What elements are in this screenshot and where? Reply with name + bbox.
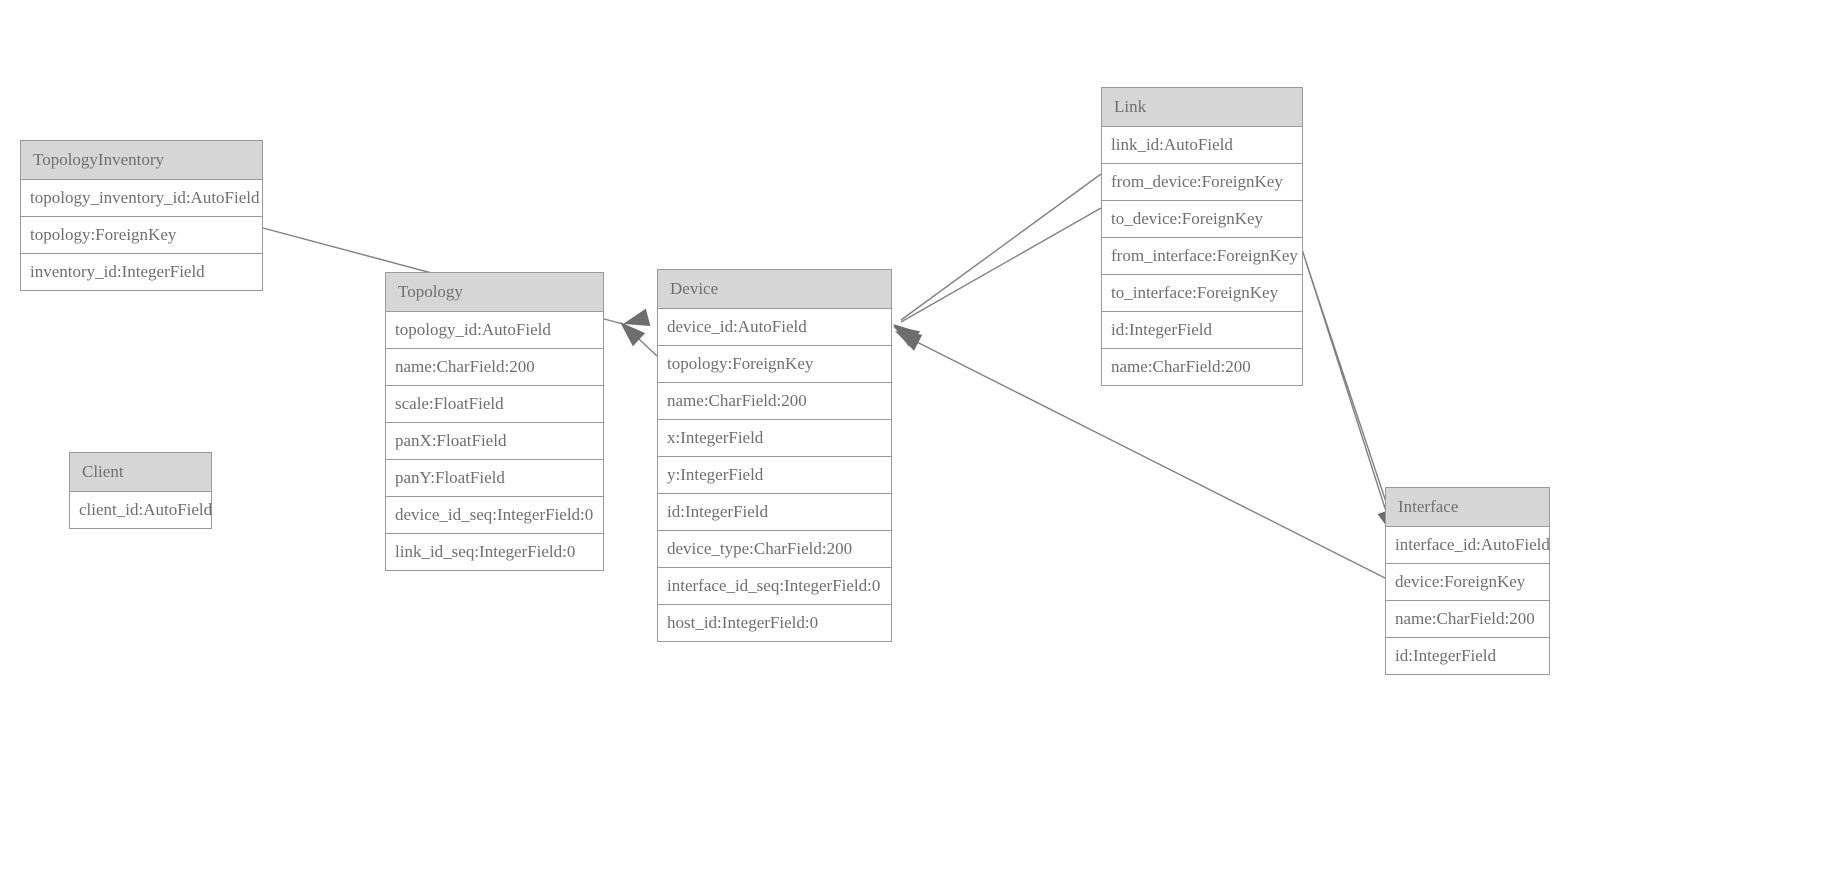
entity-field: device_id:AutoField	[658, 309, 891, 346]
entity-field: to_interface:ForeignKey	[1102, 275, 1302, 312]
entity-field: id:IntegerField	[658, 494, 891, 531]
relationship-line-rel-link-from_interface	[1299, 242, 1393, 531]
entity-field: device:ForeignKey	[1386, 564, 1549, 601]
relationship-line-rel-link-to_interface	[1305, 261, 1397, 533]
entity-field: name:CharField:200	[1386, 601, 1549, 638]
entity-field: topology_inventory_id:AutoField	[21, 180, 262, 217]
arrowhead-icon	[620, 322, 646, 347]
entity-field: link_id:AutoField	[1102, 127, 1302, 164]
relationship-line-rel-device-topology	[623, 324, 658, 357]
entity-field: y:IntegerField	[658, 457, 891, 494]
entity-title: Interface	[1386, 488, 1549, 527]
arrowhead-icon	[623, 308, 651, 326]
entity-field: host_id:IntegerField:0	[658, 605, 891, 641]
entity-field: inventory_id:IntegerField	[21, 254, 262, 290]
arrowhead-icon	[895, 331, 923, 351]
entity-field: panY:FloatField	[386, 460, 603, 497]
entity-field: from_interface:ForeignKey	[1102, 238, 1302, 275]
entity-field: client_id:AutoField	[70, 492, 212, 528]
arrowhead-icon	[893, 326, 921, 347]
entity-field: x:IntegerField	[658, 420, 891, 457]
entity-field: to_device:ForeignKey	[1102, 201, 1302, 238]
entity-field: name:CharField:200	[1102, 349, 1302, 385]
arrowhead-icon	[893, 324, 920, 347]
entity-field: topology:ForeignKey	[658, 346, 891, 383]
entity-title: Device	[658, 270, 891, 309]
entity-field: topology:ForeignKey	[21, 217, 262, 254]
entity-field: interface_id:AutoField	[1386, 527, 1550, 564]
entity-field: name:CharField:200	[658, 383, 891, 420]
entity-title: Topology	[386, 273, 603, 312]
entity-field: id:IntegerField	[1102, 312, 1302, 349]
relationship-line-rel-link-to_device	[900, 207, 1102, 323]
entity-field: id:IntegerField	[1386, 638, 1549, 674]
entity-field: device_type:CharField:200	[658, 531, 891, 568]
entity-field: scale:FloatField	[386, 386, 603, 423]
entity-field: topology_id:AutoField	[386, 312, 603, 349]
entity-title: Client	[70, 453, 211, 492]
entity-title: Link	[1102, 88, 1302, 127]
entity-field: device_id_seq:IntegerField:0	[386, 497, 603, 534]
entity-field: link_id_seq:IntegerField:0	[386, 534, 603, 570]
entity-field: from_device:ForeignKey	[1102, 164, 1302, 201]
entity-field: interface_id_seq:IntegerField:0	[658, 568, 891, 605]
entity-title: TopologyInventory	[21, 141, 262, 180]
relationship-line-rel-link-from_device	[900, 173, 1102, 321]
entity-field: panX:FloatField	[386, 423, 603, 460]
entity-field: name:CharField:200	[386, 349, 603, 386]
